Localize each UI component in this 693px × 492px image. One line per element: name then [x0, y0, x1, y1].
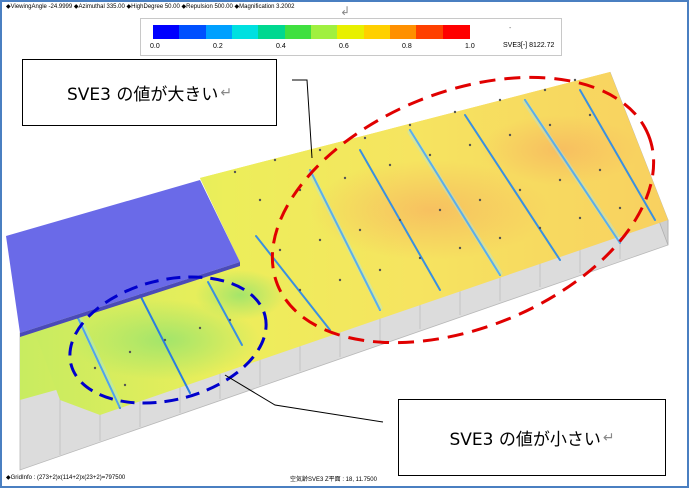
colorbar-label: SVE3[-] 8122.72	[503, 42, 555, 49]
obstacle-block	[6, 180, 240, 333]
colorbar-segment	[284, 25, 312, 39]
slice-info: 空気齢SVE3 Z平面 : 18, 11.7500	[290, 477, 377, 483]
colorbar-segment	[442, 25, 470, 39]
colorbar-segment	[363, 25, 391, 39]
callout-low-text: SVE3 の値が小さい	[449, 430, 601, 450]
cursor-icon: ↲	[340, 4, 351, 18]
colorbar-segment	[416, 25, 444, 39]
colorbar-segment	[337, 25, 365, 39]
return-mark-icon: ↵	[220, 84, 233, 101]
high-value-spot	[310, 160, 550, 260]
colorbar-segment	[311, 25, 338, 39]
colorbar-dash: -	[509, 25, 512, 32]
callout-leader-bottom	[224, 374, 384, 423]
grid-info: ◆GridInfo : (273+2)x(114+2)x(23+2)=79750…	[6, 475, 126, 481]
colorbar-tick: 0.8	[402, 43, 412, 50]
return-mark-icon: ↵	[602, 429, 615, 446]
colorbar-segment	[205, 25, 233, 39]
callout-high-text: SVE3 の値が大きい	[66, 85, 219, 105]
colorbar-segment	[258, 25, 286, 39]
colorbar-gradient	[153, 25, 470, 39]
low-value-spot	[195, 270, 285, 320]
colorbar-tick: 0.6	[339, 43, 349, 50]
colorbar-segment	[232, 25, 259, 39]
view-parameters: ◆ViewingAngle -24.9999 ◆Azimuthal 335.00…	[6, 4, 295, 10]
colorbar-tick: 1.0	[465, 43, 475, 50]
low-value-region-ellipse	[68, 275, 268, 405]
callout-high-value: SVE3 の値が大きい↵	[22, 59, 277, 126]
high-value-region-ellipse	[270, 75, 656, 345]
callout-leader-top	[292, 79, 313, 159]
colorbar-segment	[390, 25, 417, 39]
vortex-streaks	[77, 89, 656, 409]
colorbar-tick: 0.0	[150, 43, 160, 50]
colorbar-tick: 0.2	[213, 43, 223, 50]
callout-low-value: SVE3 の値が小さい↵	[398, 399, 666, 476]
grid-markers	[93, 78, 622, 387]
high-value-spot	[480, 115, 640, 185]
colorbar-segment	[179, 25, 207, 39]
colorbar-segment	[153, 25, 180, 39]
obstacle-edge	[20, 262, 240, 337]
colorbar-legend: 0.0 0.2 0.4 0.6 0.8 1.0 - SVE3[-] 8122.7…	[140, 18, 562, 56]
colorbar-tick: 0.4	[276, 43, 286, 50]
